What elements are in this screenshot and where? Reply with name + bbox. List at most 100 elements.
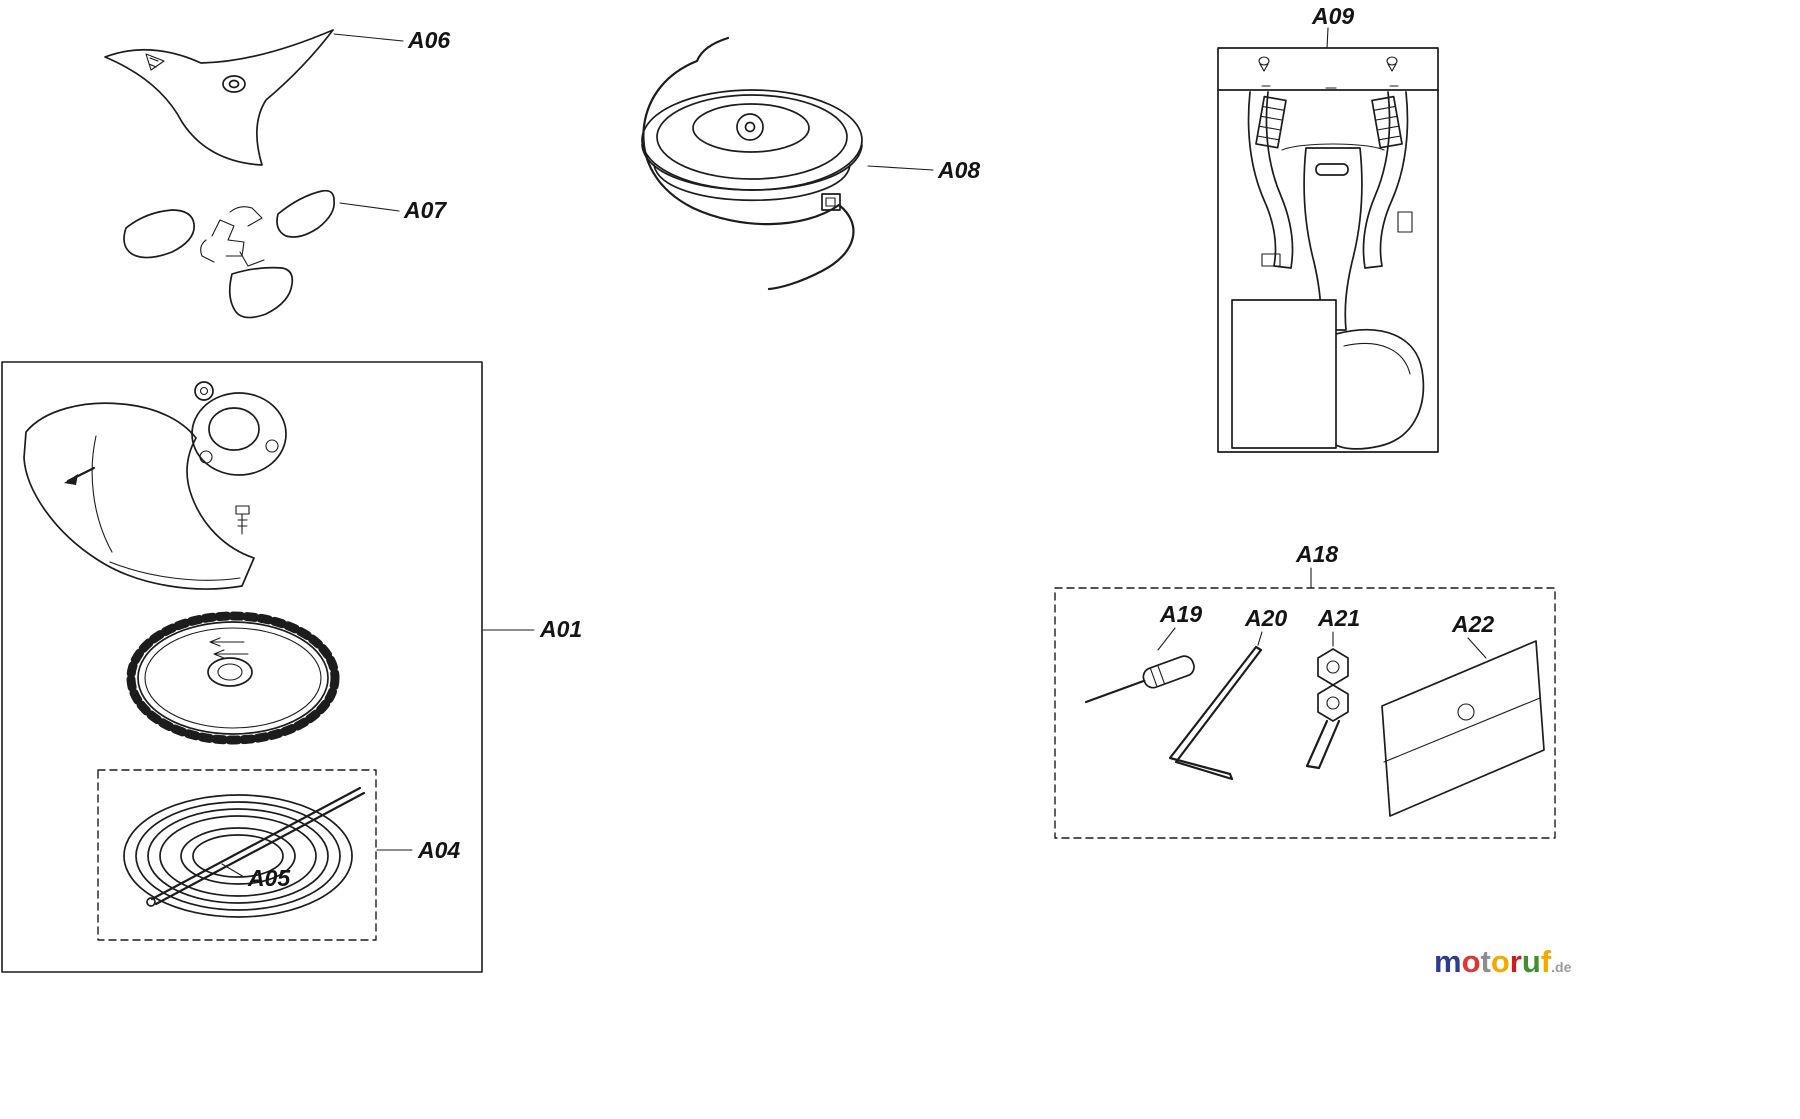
coil-ring: [159, 815, 317, 897]
logo-letter: m: [1434, 944, 1462, 979]
part-label-a01[interactable]: A01: [539, 616, 582, 642]
plastic-blade-spring-wire: [200, 206, 265, 267]
part-label-a06[interactable]: A06: [407, 27, 450, 53]
guard-lip: [109, 561, 241, 581]
trimmer-line-lower: [767, 203, 855, 291]
saw-blade-inner-ring: [144, 627, 322, 729]
screwdriver-shaft: [1084, 679, 1146, 704]
a01-group-box: [1, 361, 483, 973]
harness-right-strap: [1362, 91, 1409, 269]
leader-line-a20: [1257, 631, 1263, 646]
harness-keyhole-right: [1386, 56, 1398, 72]
coil-ring: [147, 808, 329, 904]
part-a01-group: [1, 361, 483, 973]
hex-key-drawing: [1168, 645, 1263, 781]
blade-cover-rivet: [1457, 703, 1475, 721]
tri-blade-outline: [104, 29, 334, 166]
guard-seam: [91, 435, 113, 553]
motoruf-logo[interactable]: motoruf.de: [1434, 944, 1572, 979]
harness-keyhole-left: [1258, 56, 1270, 72]
screwdriver-handle-grip: [1149, 664, 1166, 688]
harness-left-strap: [1247, 91, 1294, 269]
harness-plate-slot: [1315, 163, 1349, 176]
spool-eyelet-inner: [825, 197, 836, 207]
socket-wrench-drawing: [1305, 648, 1349, 770]
guard-outline: [23, 402, 255, 590]
saw-blade-hub: [207, 657, 253, 687]
part-label-a05[interactable]: A05: [247, 865, 291, 891]
spool-second-rim: [656, 94, 848, 180]
plastic-blade-bottom: [228, 266, 294, 319]
harness-back-plate: [1303, 147, 1363, 331]
guard-top-bolt: [194, 381, 214, 401]
part-label-a08[interactable]: A08: [937, 157, 980, 183]
leader-line-a08: [867, 165, 934, 171]
blade-cover-outline: [1381, 640, 1545, 817]
harness-box: [1217, 47, 1439, 453]
screwdriver-handle: [1142, 655, 1195, 689]
logo-suffix: .de: [1551, 959, 1571, 975]
leader-line-a05: [221, 863, 245, 878]
leader-line-a06: [333, 33, 404, 42]
harness-clip-left: [1261, 253, 1281, 267]
harness-header-ticks: [1261, 85, 1399, 89]
line-strand-end: [146, 897, 156, 907]
harness-instruction-card: [1231, 299, 1337, 449]
coil-ring: [192, 834, 284, 878]
guard-bolt-hole-1: [199, 450, 213, 464]
leader-line-a07: [339, 202, 400, 212]
logo-letter: o: [1462, 944, 1481, 979]
part-label-a19[interactable]: A19: [1159, 601, 1202, 627]
spool-eyelet: [821, 193, 841, 211]
part-label-a21[interactable]: A21: [1317, 605, 1360, 631]
part-label-a22[interactable]: A22: [1451, 611, 1494, 637]
guard-bracket-ring: [191, 392, 287, 476]
a18-toolkit-box: [1054, 587, 1556, 839]
plastic-blade-right: [276, 189, 336, 238]
wrench-hex-top-hole: [1326, 660, 1340, 674]
part-label-a18[interactable]: A18: [1295, 541, 1338, 567]
part-label-a20[interactable]: A20: [1244, 605, 1287, 631]
wrench-hex-top: [1317, 648, 1349, 686]
guard-bolt-hole-2: [265, 439, 279, 453]
trimmer-line-upper: [642, 36, 841, 226]
harness-buckle-right: [1371, 95, 1403, 149]
trimmer-line-coil: [123, 794, 353, 918]
part-label-a07[interactable]: A07: [403, 197, 447, 223]
saw-blade-rotation-arrows: [209, 637, 249, 659]
spool-dome: [692, 103, 810, 153]
saw-blade-teeth: [126, 611, 340, 745]
harness-hip-pad: [1330, 329, 1425, 450]
tri-blade-center-hole-inner: [228, 79, 240, 89]
coil-ring: [135, 801, 341, 911]
harness-buckle-left: [1255, 95, 1287, 149]
part-a07-plastic-blades-drawing: [123, 189, 336, 319]
plastic-blade-left: [123, 209, 195, 259]
logo-letter: t: [1481, 944, 1491, 979]
logo-letter: f: [1541, 944, 1552, 979]
part-label-a04[interactable]: A04: [417, 837, 460, 863]
leader-line-a09: [1326, 27, 1329, 49]
wrench-hex-bottom: [1317, 684, 1349, 722]
logo-letter: u: [1522, 944, 1541, 979]
line-strand: [150, 786, 366, 906]
harness-hip-pad-seam: [1343, 342, 1411, 375]
spool-center-ring: [736, 113, 764, 141]
tri-blade-center-hole: [222, 75, 246, 93]
part-a09-harness-drawing: [1217, 47, 1439, 453]
a04-kit-box: [97, 769, 377, 941]
saw-blade-hole: [217, 663, 243, 681]
coil-ring: [180, 827, 296, 885]
guard-direction-arrow-head: [64, 474, 78, 485]
wrench-hex-bottom-hole: [1326, 696, 1340, 710]
harness-chest-strap: [1281, 143, 1385, 151]
saw-blade-body: [137, 621, 329, 735]
part-label-a09[interactable]: A09: [1311, 3, 1354, 29]
guard-bracket-hole: [208, 407, 260, 451]
guard-top-bolt-center: [199, 386, 209, 396]
harness-clip-right: [1397, 211, 1413, 233]
spool-skirt-inner: [653, 164, 851, 201]
screwdriver-drawing: [1084, 655, 1195, 704]
